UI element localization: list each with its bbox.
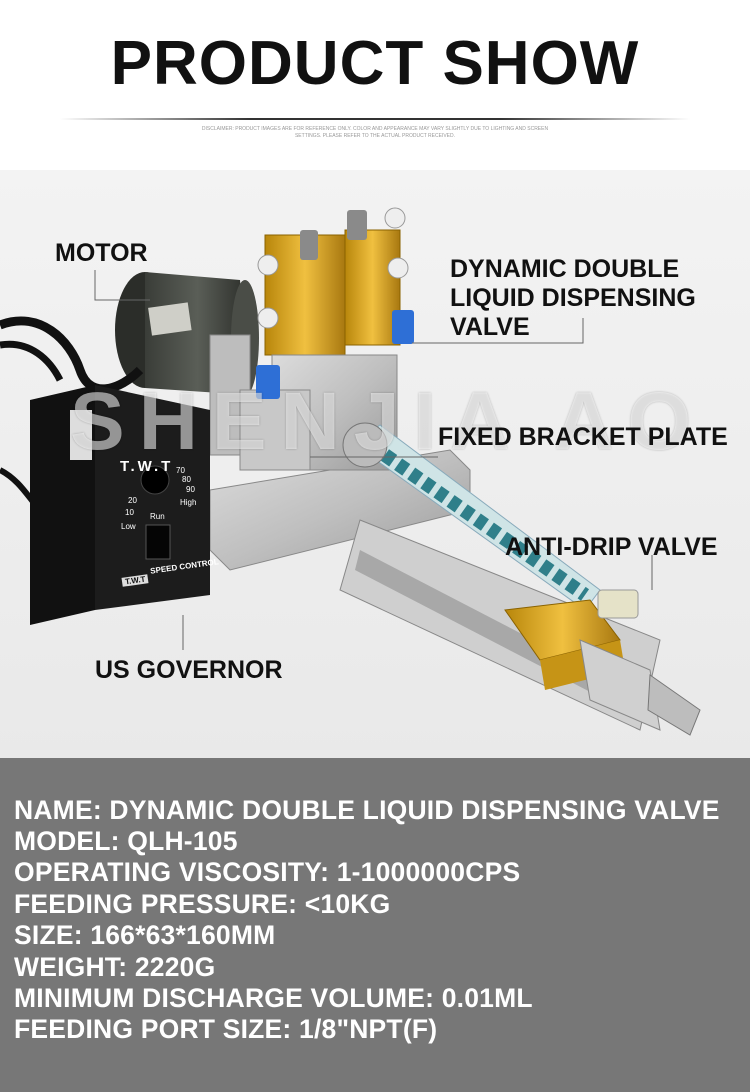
title-underline (60, 118, 690, 120)
callout-governor: US GOVERNOR (95, 656, 283, 684)
callout-valve-line3: VALVE (450, 313, 530, 341)
governor-run-label: Run (150, 512, 165, 521)
callout-antidrip: ANTI-DRIP VALVE (505, 533, 718, 561)
spec-size: SIZE: 166*63*160MM (14, 920, 276, 950)
product-photo: SHENJIA AO T.W.T 10 20 70 80 90 Low High… (0, 170, 750, 758)
spec-pressure: FEEDING PRESSURE: <10KG (14, 889, 391, 919)
header: PRODUCT SHOW DISCLAIMER: PRODUCT IMAGES … (0, 0, 750, 170)
spec-model: MODEL: QLH-105 (14, 826, 238, 856)
governor-dial-10: 10 (125, 508, 134, 517)
governor-dial-20: 20 (128, 496, 137, 505)
governor-dial-90: 90 (186, 485, 195, 494)
mixing-nozzle (342, 422, 601, 611)
disclaimer-text: DISCLAIMER: PRODUCT IMAGES ARE FOR REFER… (201, 126, 549, 139)
callout-valve-line2: LIQUID DISPENSING (450, 284, 696, 312)
spec-feeding-port: FEEDING PORT SIZE: 1/8"NPT(F) (14, 1014, 438, 1044)
governor-dial-80: 80 (182, 475, 191, 484)
spec-panel: NAME: DYNAMIC DOUBLE LIQUID DISPENSING V… (0, 758, 750, 1092)
spec-min-discharge: MINIMUM DISCHARGE VOLUME: 0.01ML (14, 983, 533, 1013)
valve-assembly (239, 207, 414, 471)
governor-dial-70: 70 (176, 466, 185, 475)
governor-brand: T.W.T (120, 458, 174, 475)
spec-viscosity: OPERATING VISCOSITY: 1-1000000CPS (14, 857, 521, 887)
motor-leader (94, 270, 150, 301)
motor-body (115, 272, 259, 456)
anti-drip-valve (504, 589, 701, 736)
page-title: PRODUCT SHOW (110, 29, 640, 98)
callout-motor: MOTOR (55, 239, 148, 267)
governor-low-label: Low (121, 522, 136, 531)
governor-box (30, 385, 210, 625)
valve-leader (412, 318, 584, 344)
product-illustration (0, 207, 701, 736)
spec-name: NAME: DYNAMIC DOUBLE LIQUID DISPENSING V… (14, 795, 720, 825)
callout-bracket: FIXED BRACKET PLATE (438, 423, 728, 451)
callout-lines (94, 270, 653, 650)
callout-valve-line1: DYNAMIC DOUBLE (450, 255, 680, 283)
governor-high-label: High (180, 498, 197, 507)
watermark: SHENJIA AO (70, 376, 706, 467)
spec-weight: WEIGHT: 2220G (14, 952, 216, 982)
